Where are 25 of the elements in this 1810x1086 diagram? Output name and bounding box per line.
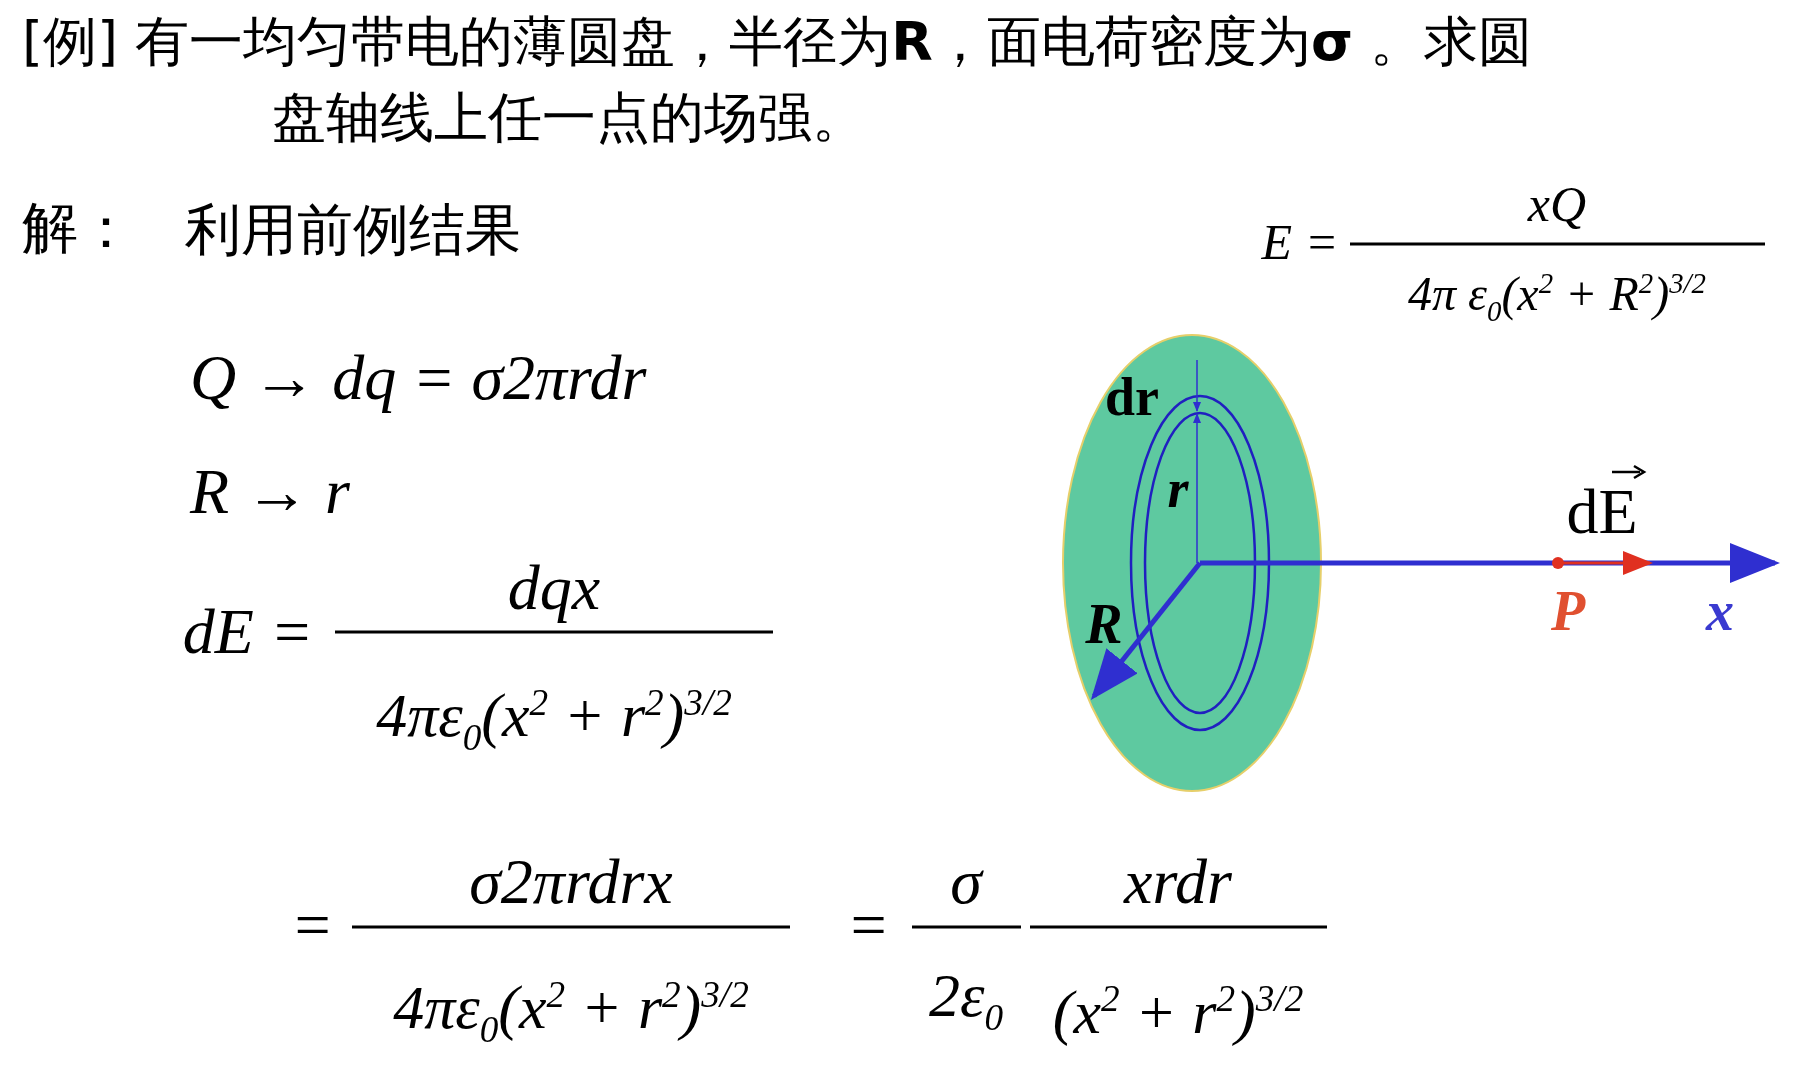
axis-label: dr xyxy=(1105,368,1159,428)
formula-text: (x$^{2}$ + r$^{2}$)$^{3/2}$ xyxy=(1052,977,1304,1047)
formula-text: dE = xyxy=(182,596,314,668)
formula-text: = xyxy=(290,889,334,961)
formula-text: dqx xyxy=(507,552,601,624)
formula-text: 4πε$_{0}$(x$^{2}$ + r$^{2}$)$^{3/2}$ xyxy=(376,681,732,759)
problem-heading: [例] 有一均匀带电的薄圆盘，半径为R，面电荷密度为σ 。求圆盘轴线上任一点的场强。 xyxy=(22,9,1534,151)
axis-label: R xyxy=(1085,594,1123,656)
instruction-text: 利用前例结果 xyxy=(185,199,521,261)
formula-text: = xyxy=(846,889,890,961)
vector-label: dE xyxy=(1566,476,1638,548)
axis-label: x xyxy=(1706,581,1734,643)
formula-text: σ2πrdrx xyxy=(469,846,673,918)
formula-text: σ xyxy=(950,846,982,918)
formula-text: 4πε$_{0}$(x$^{2}$ + r$^{2}$)$^{3/2}$ xyxy=(393,973,749,1051)
solution-label: 解： xyxy=(22,197,134,259)
formula-text: xQ xyxy=(1527,176,1587,232)
formula-text: E = xyxy=(1261,214,1339,270)
formula-text: 4π ε$_{0}$(x$^{2}$ + R$^{2}$)$^{3/2}$ xyxy=(1408,268,1706,328)
formula-text: R → r xyxy=(190,456,350,528)
formula-text: xrdr xyxy=(1124,846,1232,918)
point-label: P xyxy=(1550,581,1586,643)
formula-text: Q → dq = σ2πrdr xyxy=(190,342,647,414)
formula-text: 2ε$_{0}$ xyxy=(929,961,1003,1039)
axis-label: r xyxy=(1167,460,1189,520)
